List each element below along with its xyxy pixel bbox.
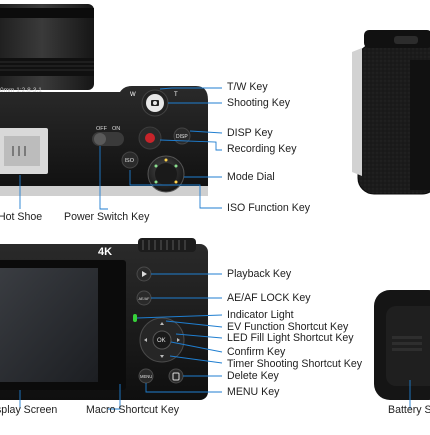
label-confirm-key: Confirm Key — [227, 346, 286, 358]
disp-button[interactable] — [173, 127, 191, 145]
delete-button[interactable] — [168, 368, 184, 384]
ae-af-text: AE/AF — [139, 297, 151, 301]
label-delete-key: Delete Key — [227, 370, 279, 382]
label-mode-dial: Mode Dial — [227, 171, 275, 183]
label-ae-af-lock-key: AE/AF LOCK Key — [227, 292, 311, 304]
power-off-text: OFF — [96, 126, 108, 132]
lens-spec-text: 0mm 1:2.8-3.1 — [0, 87, 42, 94]
label-display-screen: Display Screen — [0, 404, 58, 416]
play-icon — [142, 271, 147, 277]
camera-top-view: 0mm 1:2.8-3.1 OFF ON W T DISP — [0, 4, 208, 196]
label-timer-shooting-shortcut-key: Timer Shooting Shortcut Key — [227, 358, 363, 370]
label-menu-key: MENU Key — [227, 386, 280, 398]
menu-text: MENU — [140, 374, 152, 379]
label-recording-key: Recording Key — [227, 143, 297, 155]
trash-icon — [172, 372, 180, 381]
label-disp-key: DISP Key — [227, 127, 273, 139]
power-on-text: ON — [112, 126, 120, 132]
iso-button[interactable] — [121, 151, 139, 169]
zoom-w-text: W — [130, 92, 136, 98]
label-led-fill-light-shortcut-key: LED Fill Light Shortcut Key — [227, 332, 354, 344]
label-indicator-light: Indicator Light — [227, 309, 294, 321]
camera-back-view: 4K AE/AF OK MENU — [0, 238, 208, 400]
label-shooting-key: Shooting Key — [227, 97, 291, 109]
leader-lines — [19, 87, 411, 410]
ok-button[interactable] — [152, 330, 172, 350]
iso-text: ISO — [125, 158, 135, 164]
indicator-light — [133, 314, 137, 322]
camera-battery-view — [374, 290, 430, 400]
disp-text: DISP — [176, 134, 188, 140]
display-screen — [0, 268, 98, 382]
zoom-t-text: T — [174, 92, 178, 98]
label-macro-shortcut-key: Macro Shortcut Key — [86, 404, 180, 416]
camera-side-view — [352, 30, 430, 195]
ok-text: OK — [157, 338, 166, 344]
label-playback-key: Playback Key — [227, 268, 292, 280]
label-tw-key: T/W Key — [227, 81, 268, 93]
record-icon — [145, 133, 155, 143]
label-hot-shoe: Hot Shoe — [0, 211, 43, 223]
label-ev-function-shortcut-key: EV Function Shortcut Key — [227, 321, 349, 333]
camera-front-edge — [0, 186, 208, 196]
label-iso-function-key: ISO Function Key — [227, 202, 311, 214]
badge-4k: 4K — [98, 246, 112, 258]
label-battery: Battery S — [388, 404, 430, 416]
label-power-switch-key: Power Switch Key — [64, 211, 150, 223]
